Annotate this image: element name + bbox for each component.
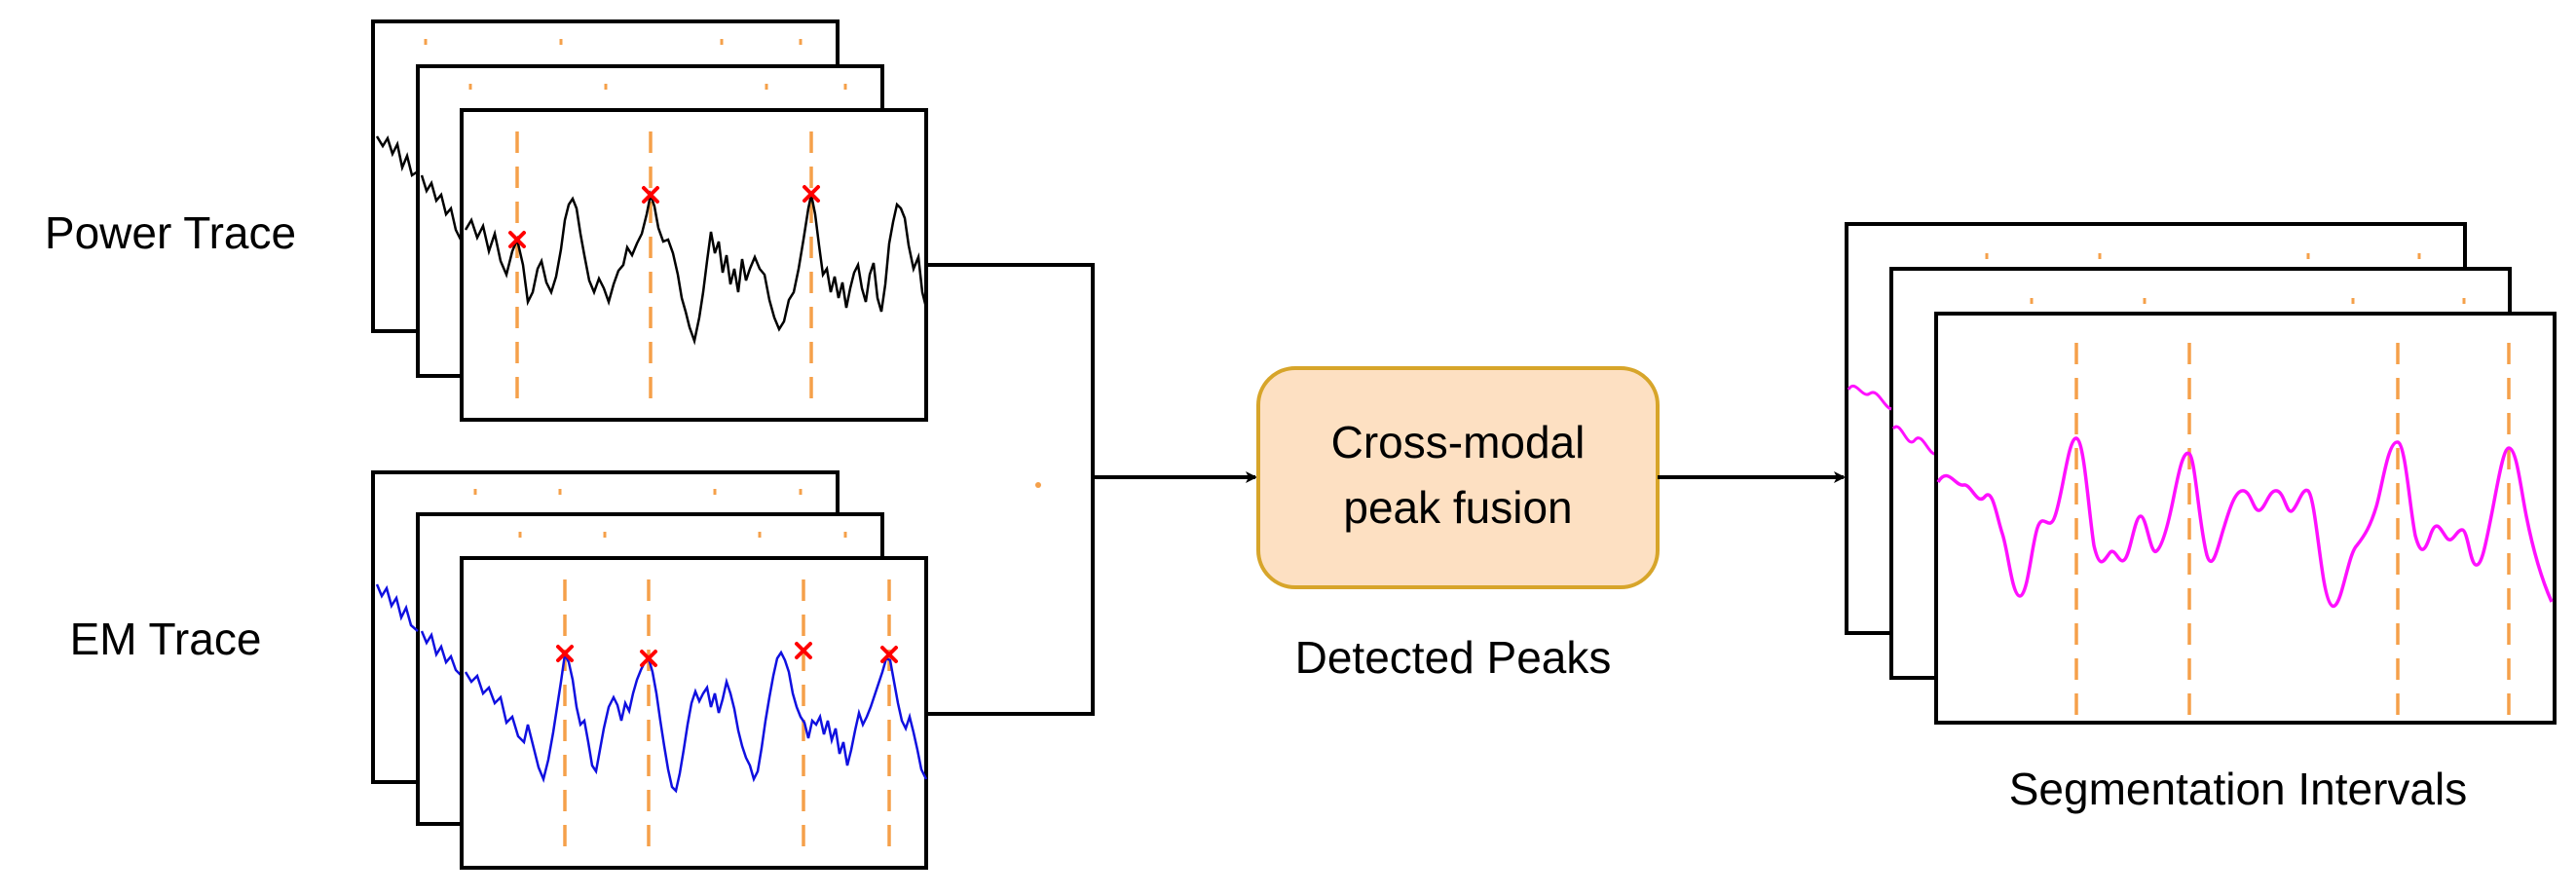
segmented-signal [1936, 436, 2554, 608]
em-signal-back-fragment [375, 583, 419, 632]
segmentation-stack [1845, 222, 2557, 725]
power-trace-frame-front [460, 108, 928, 422]
power-signal [464, 190, 928, 346]
power-peak-lines [515, 131, 813, 409]
detected-peaks-label: Detected Peaks [1295, 632, 1612, 683]
em-trace-stack [371, 470, 928, 870]
power-peak-marker [803, 185, 820, 203]
em-peak-marker [556, 645, 574, 662]
fusion-box-shape [1256, 366, 1660, 589]
em-peak-markers [556, 642, 898, 667]
power-signal-middle-fragment [420, 174, 464, 243]
em-middle-peak-ticks [518, 532, 847, 547]
power-peak-marker [642, 186, 659, 204]
power-back-peak-ticks [424, 39, 803, 55]
em-back-peak-ticks [473, 489, 803, 504]
segment-middle-peak-ticks [2030, 298, 2466, 314]
em-peak-marker [640, 650, 657, 667]
power-trace-label: Power Trace [45, 207, 296, 258]
merge-connector [926, 263, 1095, 716]
segment-back-peak-ticks [1985, 253, 2421, 269]
segment-frame-front [1934, 312, 2557, 725]
em-peak-marker [880, 646, 898, 663]
power-peak-marker [508, 231, 526, 248]
stray-dot [1035, 482, 1041, 488]
power-trace-stack [371, 19, 928, 422]
fusion-label-line2: peak fusion [1343, 482, 1572, 533]
em-trace-label: EM Trace [70, 614, 262, 664]
fusion-label-line1: Cross-modal [1331, 417, 1586, 467]
em-peak-lines [563, 579, 891, 857]
segmented-signal-middle-fragment [1891, 425, 1937, 456]
em-signal [464, 650, 928, 794]
power-middle-peak-ticks [468, 84, 847, 99]
power-signal-back-fragment [375, 135, 419, 178]
em-signal-middle-fragment [420, 630, 463, 677]
segmented-signal-back-fragment [1847, 384, 1892, 411]
fusion-box: Cross-modal peak fusion [1256, 366, 1660, 589]
em-peak-marker [795, 642, 812, 659]
segmentation-intervals-label: Segmentation Intervals [2009, 764, 2468, 814]
em-trace-frame-front [460, 556, 928, 870]
power-peak-markers [508, 185, 820, 248]
segment-boundary-lines [2074, 343, 2511, 716]
